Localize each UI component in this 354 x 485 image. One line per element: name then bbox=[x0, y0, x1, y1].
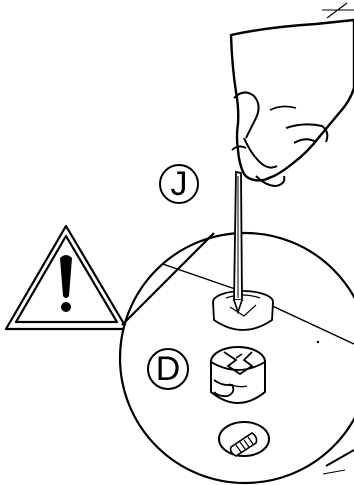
housing-in-hole bbox=[213, 291, 273, 330]
callout-d: D bbox=[148, 349, 188, 389]
cam-lock-fitting bbox=[211, 347, 265, 403]
small-dowel-part bbox=[219, 422, 269, 456]
callout-j: J bbox=[160, 165, 198, 203]
callout-d-text: D bbox=[156, 350, 181, 388]
warning-triangle-icon bbox=[6, 226, 127, 329]
hand-illustration bbox=[231, 3, 354, 186]
screwdriver-tool bbox=[234, 172, 242, 312]
callout-j-text: J bbox=[171, 165, 188, 203]
